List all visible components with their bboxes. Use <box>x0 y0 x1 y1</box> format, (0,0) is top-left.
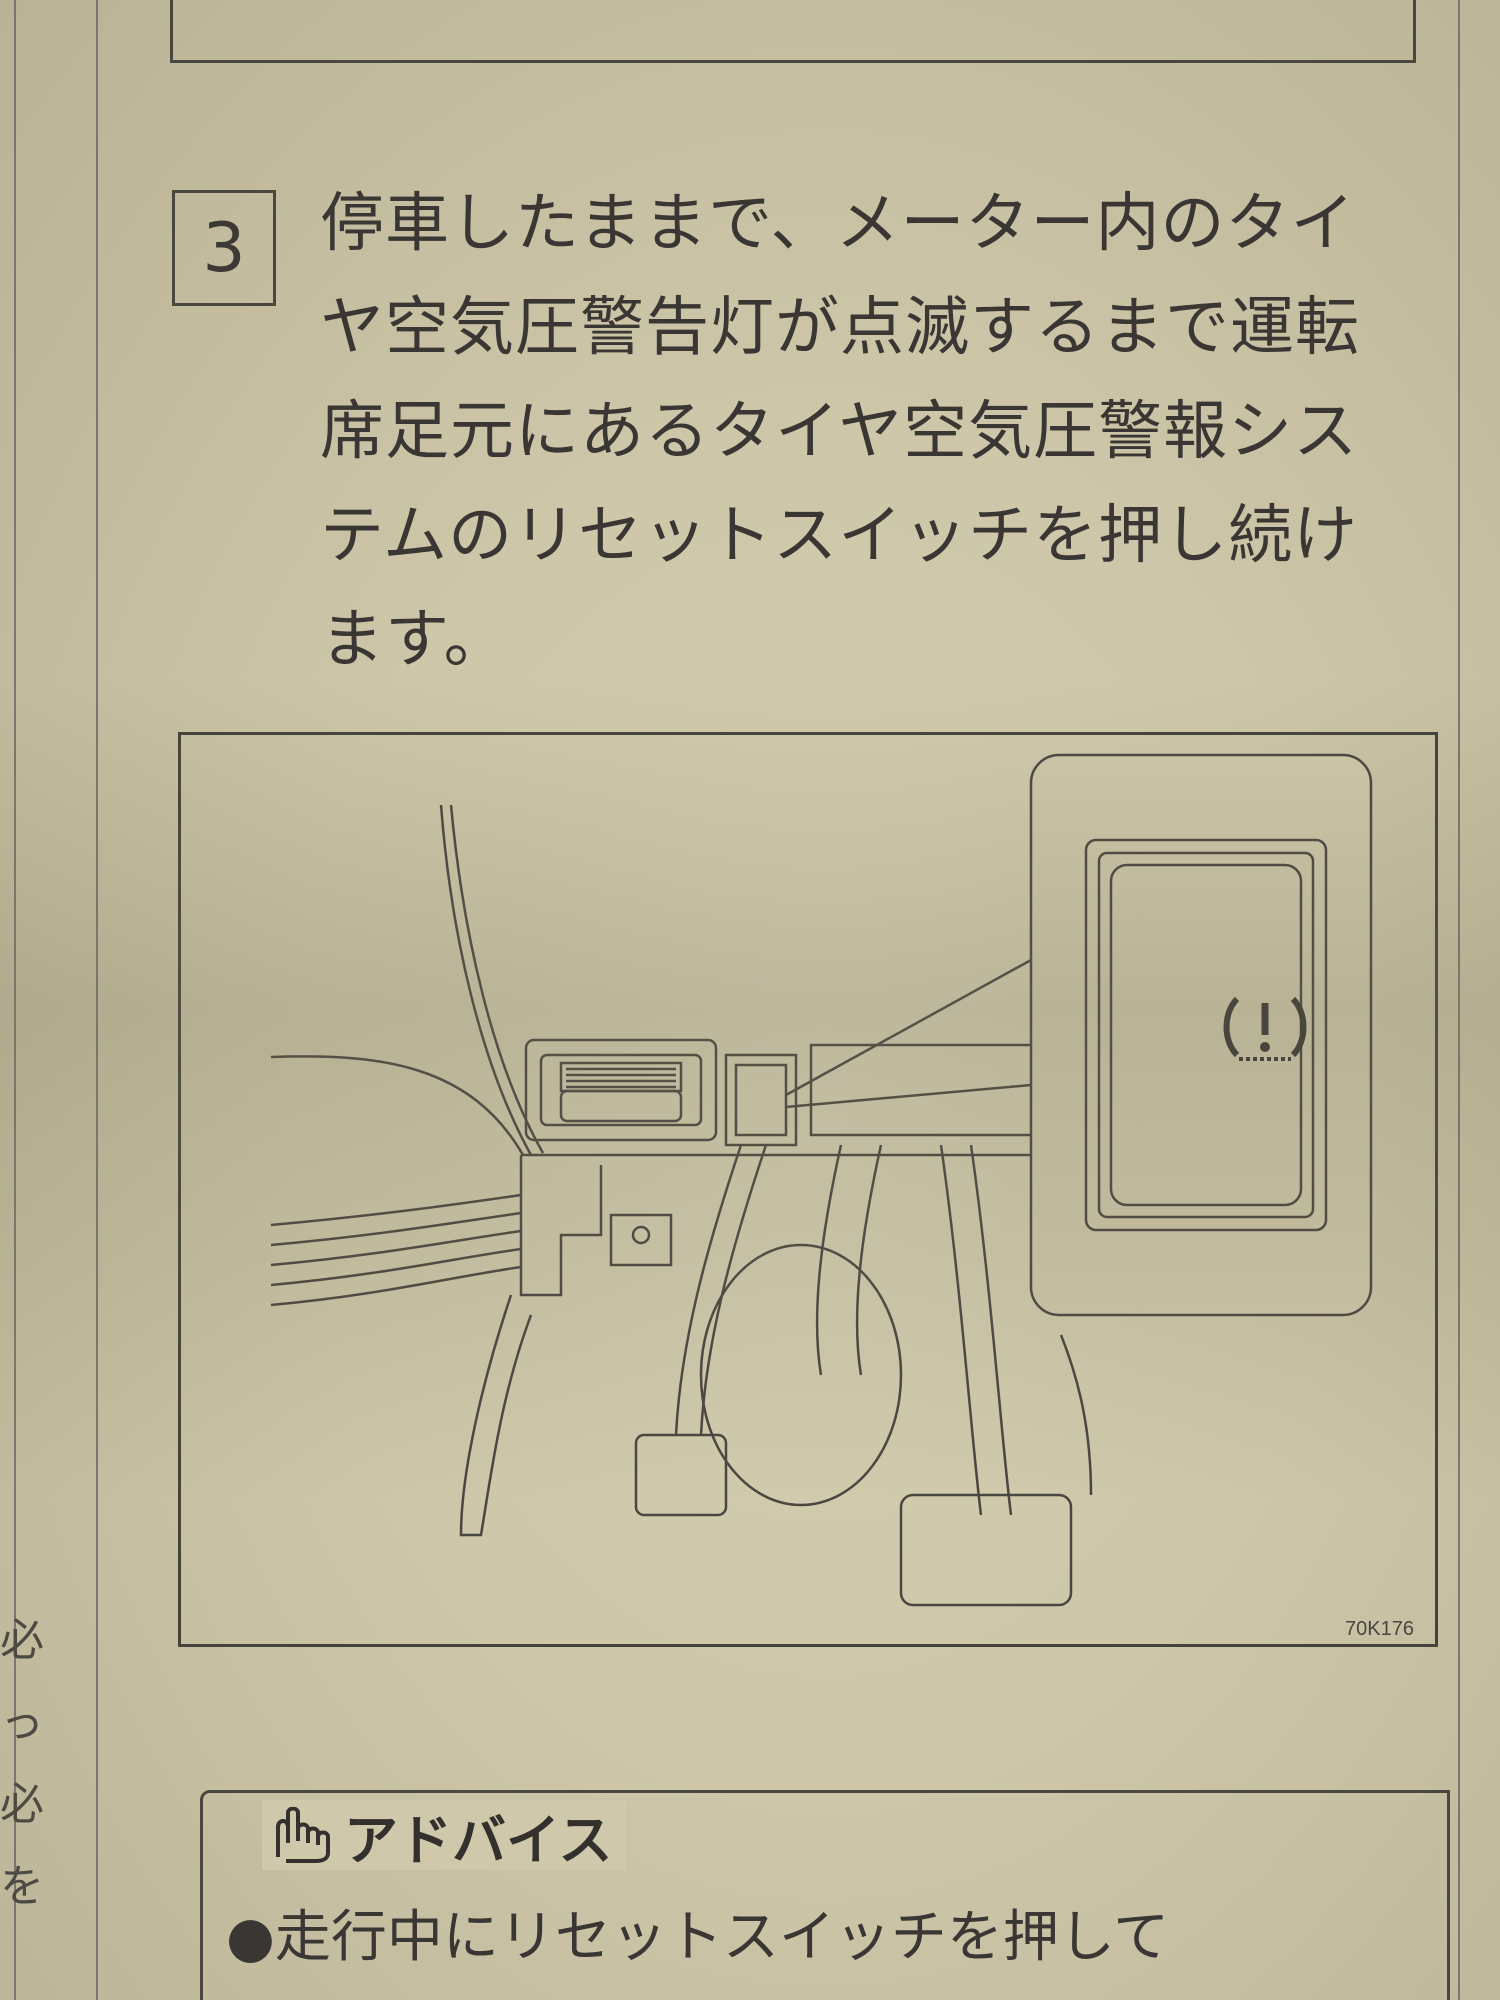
advice-box <box>200 1790 1450 2000</box>
page-edge <box>14 0 16 2000</box>
tire-pressure-warning-icon <box>1223 996 1307 1061</box>
figure-code: 70K176 <box>1345 1618 1414 1640</box>
instruction-line: 席足元にあるタイヤ空気圧警報シス <box>320 395 1359 469</box>
margin-glyph: 必 <box>0 1615 44 1666</box>
advice-header: アドバイス <box>262 1800 627 1872</box>
pointing-hand-icon <box>276 1807 330 1863</box>
advice-text: ●走行中にリセットスイッチを押して <box>226 1905 1170 1970</box>
page-edge <box>96 0 98 2000</box>
instruction-line: ます。 <box>320 603 509 677</box>
advice-title: アドバイス <box>344 1808 613 1872</box>
step-instruction: 停車したままで、メーター内のタイ ヤ空気圧警告灯が点滅するまで運転 席足元にある… <box>320 172 1430 692</box>
previous-section-box <box>170 0 1416 63</box>
illustration-drawing <box>270 753 1373 1607</box>
instruction-line: ヤ空気圧警告灯が点滅するまで運転 <box>320 291 1360 365</box>
pedal-area-illustration <box>178 732 1438 1647</box>
accelerator-pedal <box>899 1493 1073 1607</box>
instruction-line: テムのリセットスイッチを押し続け <box>320 499 1359 573</box>
margin-glyph: っ <box>0 1697 44 1748</box>
zoom-callout <box>1029 753 1373 1317</box>
adjacent-page-text: 必 っ 必 を <box>0 1600 60 1928</box>
instruction-line: 停車したままで、メーター内のタイ <box>320 187 1356 261</box>
margin-glyph: 必 <box>0 1779 44 1830</box>
reset-switch-location <box>724 1053 798 1147</box>
step-number: 3 <box>172 190 276 306</box>
brake-pedal <box>634 1433 728 1517</box>
margin-glyph: を <box>0 1861 44 1912</box>
page-edge <box>1458 0 1460 2000</box>
fuse-cover <box>524 1038 718 1142</box>
